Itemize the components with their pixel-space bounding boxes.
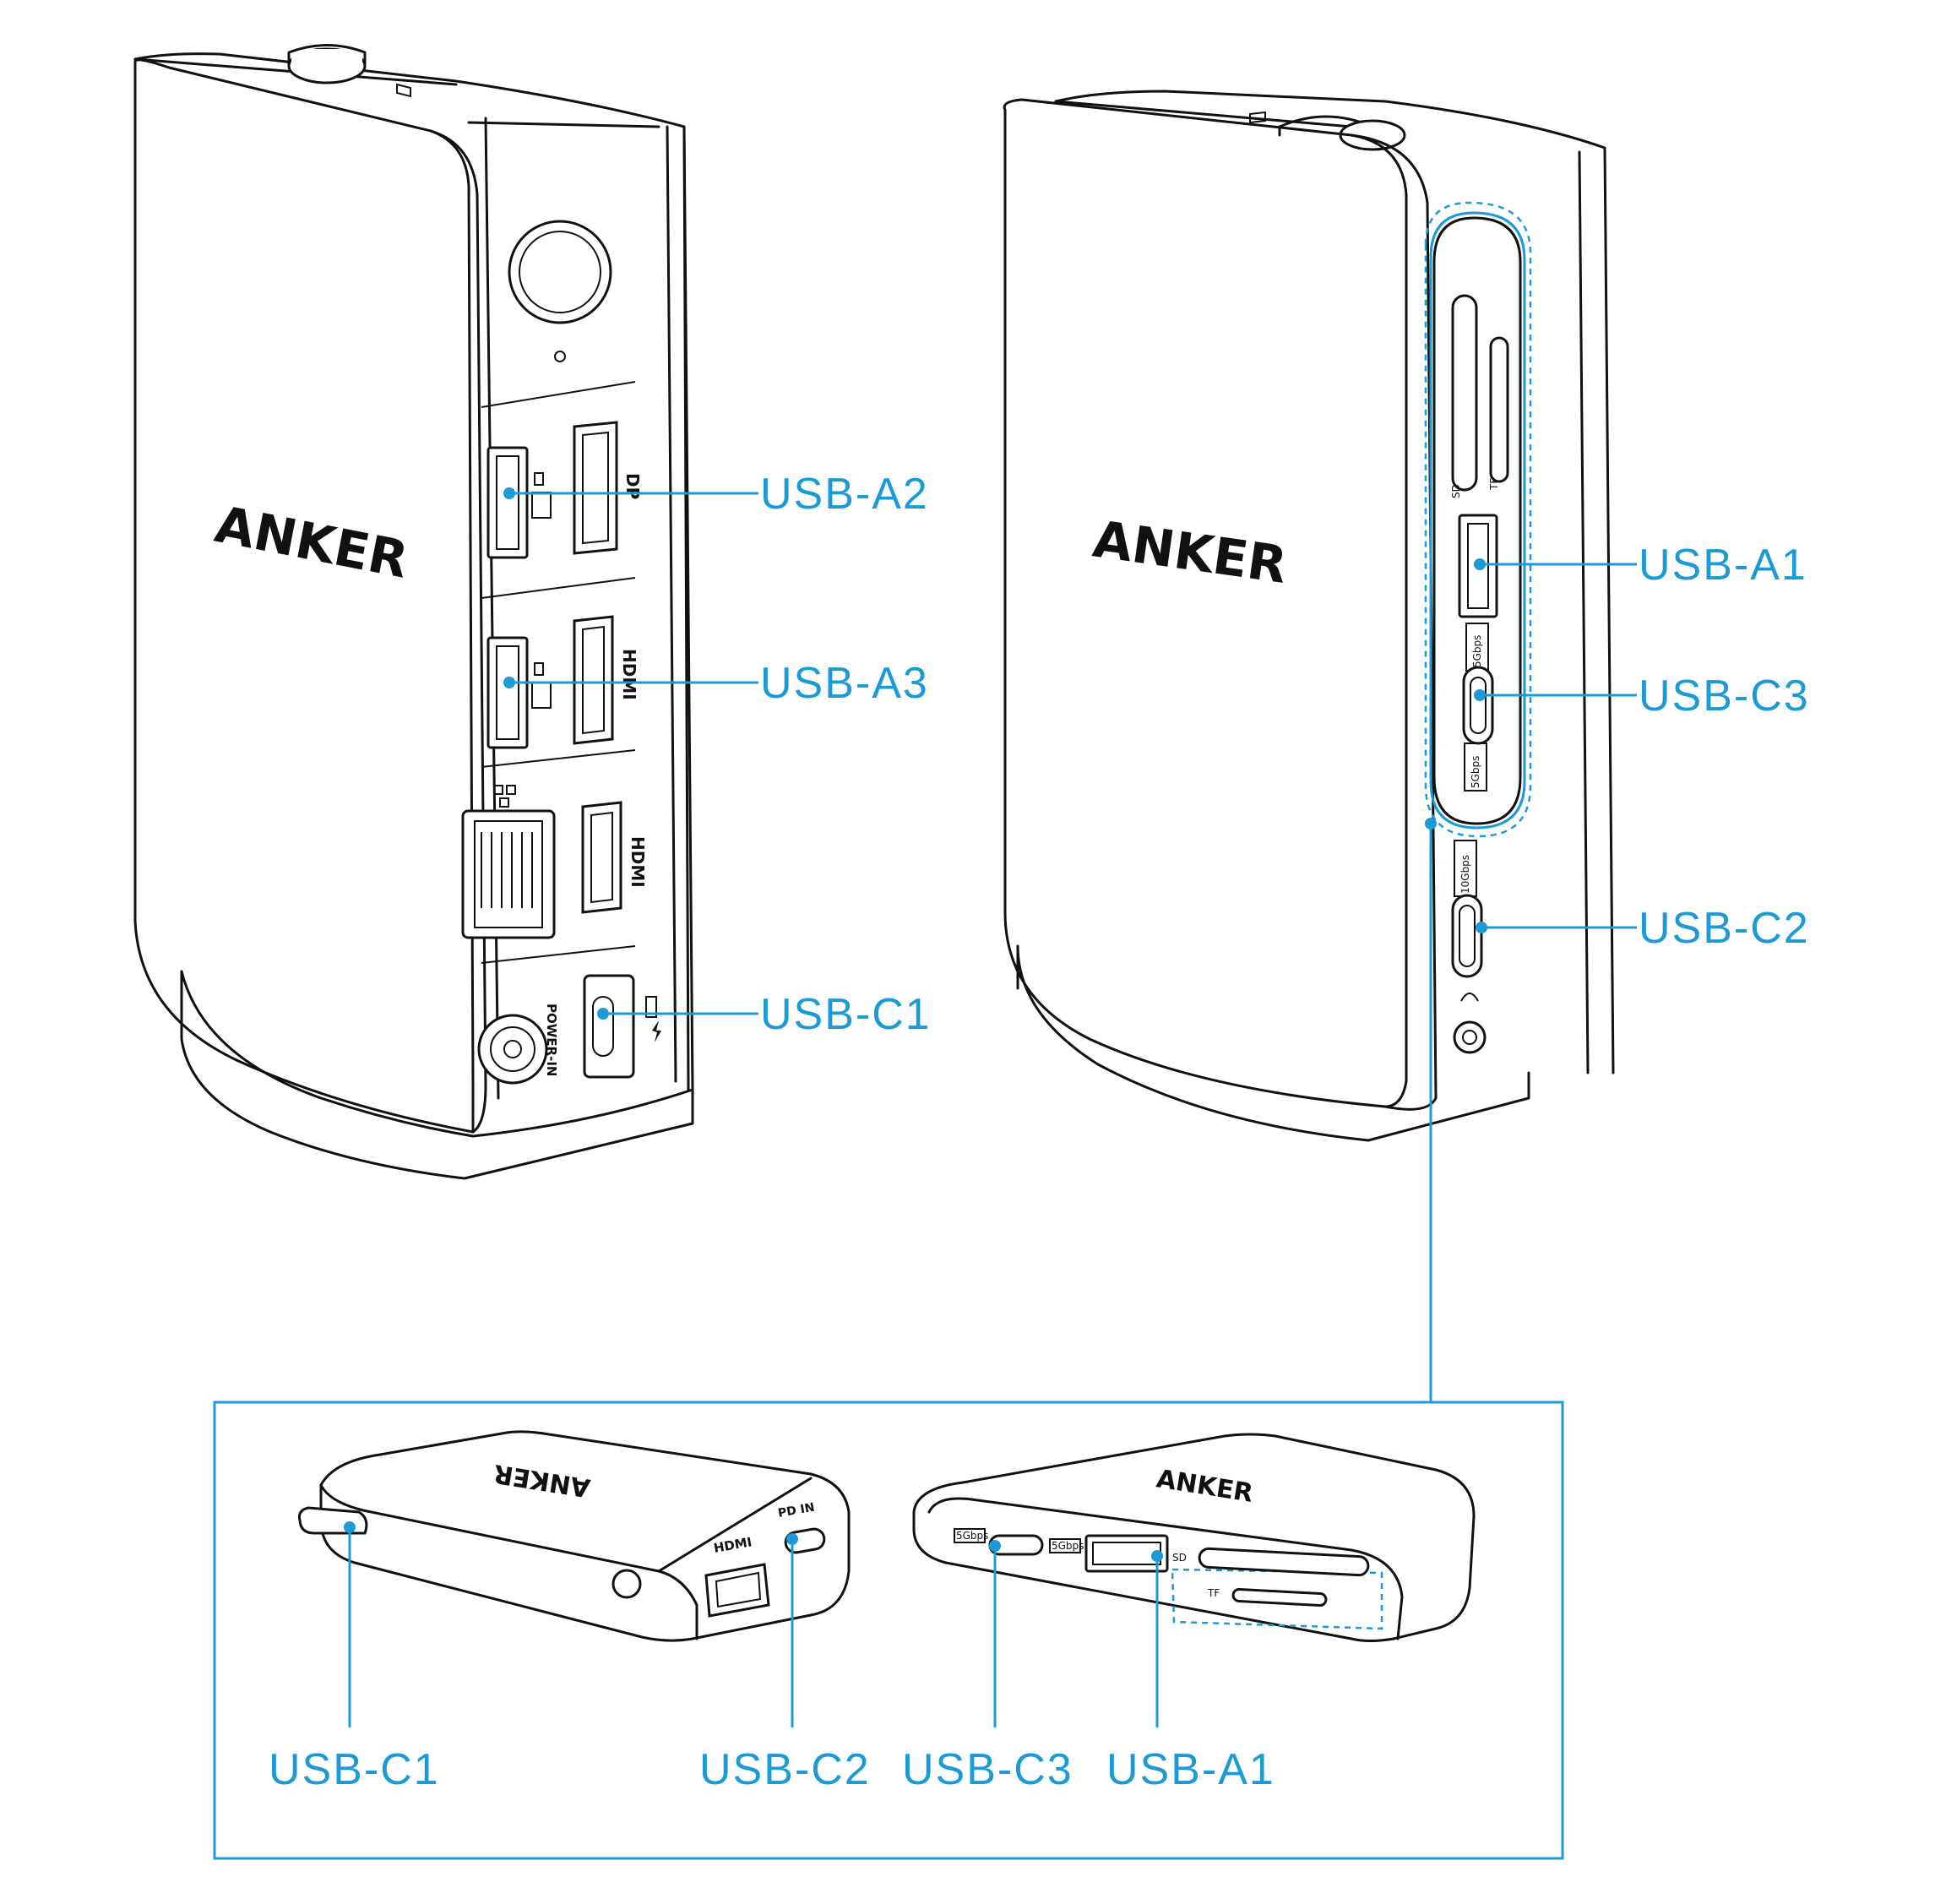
dock-rear-view: ANKER DP HDMI HDMI (133, 44, 694, 1180)
brand-logo-left: ANKER (210, 495, 412, 590)
callout-usb-a2: USB-A2 (760, 470, 929, 519)
inset-callout-usb-c1: USB-C1 (269, 1745, 440, 1794)
callout-usb-c1: USB-C1 (760, 990, 932, 1039)
inset-tf-slot[interactable] (1231, 1587, 1328, 1608)
callout-usb-c3: USB-C3 (1639, 672, 1810, 721)
inset-card-slot-group (1171, 1568, 1383, 1630)
inset-brand-logo-left: ANKER (492, 1458, 592, 1503)
keyboard-icon-2 (531, 682, 552, 709)
hdmi-port-1[interactable] (573, 615, 614, 745)
inset-hdmi-port[interactable] (704, 1563, 770, 1618)
detachable-hub-rear: ANKER HDMI PD IN (298, 1430, 851, 1642)
port-group-dashed-outline (1424, 201, 1532, 838)
port-group-highlight (1429, 211, 1526, 830)
inset-usb-a1-speed-badge (1049, 1538, 1081, 1553)
ethernet-port[interactable] (461, 809, 556, 939)
inset-usb-c3-speed-badge (954, 1528, 986, 1543)
keyboard-icon (531, 492, 552, 519)
hdmi-port-2[interactable] (581, 801, 622, 914)
sd-label: SD (1450, 484, 1462, 498)
inset-usb-a1-port[interactable] (1084, 1534, 1169, 1573)
usb-a2-port[interactable] (486, 446, 529, 559)
inset-brand-logo-right: ANKER (1155, 1464, 1255, 1509)
detachable-hub-inset (213, 1401, 1564, 1860)
callout-usb-c2: USB-C2 (1639, 904, 1810, 953)
inset-callout-usb-c2: USB-C2 (699, 1745, 871, 1794)
sd-card-slot[interactable] (1451, 294, 1478, 492)
brand-logo-right: ANKER (1090, 510, 1291, 596)
lock-icon-2 (1249, 111, 1266, 124)
power-in-label: POWER-IN (544, 1004, 559, 1076)
inset-sd-label: SD (1172, 1552, 1187, 1564)
usb-c2-port[interactable] (1451, 894, 1483, 978)
dock-front-panel (133, 58, 475, 1134)
audio-jack[interactable] (1453, 1020, 1487, 1054)
lock-icon (396, 83, 411, 98)
inset-release-button[interactable] (611, 1569, 642, 1599)
callout-usb-a3: USB-A3 (760, 659, 929, 708)
inset-sd-slot[interactable] (1198, 1547, 1370, 1577)
inset-hdmi-label: HDMI (713, 1534, 753, 1556)
thunderbolt-box-icon (645, 996, 657, 1018)
ethernet-icon (493, 785, 516, 808)
power-button-icon[interactable] (508, 220, 612, 324)
headphone-icon (1460, 993, 1479, 1002)
dp-label: DP (622, 473, 643, 499)
usb-c3-port[interactable] (1462, 666, 1494, 745)
inset-usb-a1-speed-label: 5Gbps (1052, 1540, 1084, 1552)
top-callouts: USB-A2 USB-A3 USB-C1 USB-A1 USB-C3 USB-C… (503, 470, 1810, 1402)
usb-c1-port[interactable] (583, 974, 635, 1079)
inset-tf-label: TF (1207, 1587, 1220, 1599)
hdmi-label-1: HDMI (619, 649, 639, 700)
usb-a3-port[interactable] (486, 636, 529, 749)
inset-callout-usb-c3: USB-C3 (902, 1745, 1073, 1794)
status-led (554, 351, 566, 362)
mouse-icon-2 (534, 662, 544, 676)
usb-a1-speed-label: 5Gbps (1471, 635, 1483, 667)
usb-c2-speed-label: 10Gbps (1459, 855, 1471, 894)
inset-callouts: USB-C1 USB-C2 USB-C3 USB-A1 (269, 1521, 1275, 1794)
dock-front-panel-2 (1003, 98, 1408, 1108)
thunderbolt-icon (652, 1020, 661, 1042)
tf-card-slot[interactable] (1489, 336, 1509, 483)
inset-callout-usb-a1: USB-A1 (1106, 1745, 1275, 1794)
usb-c3-speed-label: 5Gbps (1470, 756, 1481, 788)
usb-c1-plug[interactable] (298, 1506, 368, 1535)
inset-pd-in-label: PD IN (777, 1501, 816, 1520)
inset-usb-c3-speed-label: 5Gbps (956, 1530, 988, 1542)
detachable-hub-front: ANKER 5Gbps 5Gbps SD TF (912, 1433, 1476, 1642)
dp-port[interactable] (573, 421, 618, 555)
tf-label: TF (1488, 478, 1500, 491)
hdmi-label-2: HDMI (628, 836, 648, 888)
callout-usb-a1: USB-A1 (1639, 541, 1807, 590)
mouse-icon (534, 472, 544, 486)
power-in-port[interactable] (477, 1014, 548, 1085)
usb-c3-speed-badge (1464, 743, 1487, 792)
dock-side-view: ANKER SD TF 5Gbps 5Gbps 10Gbps (1003, 90, 1615, 1142)
